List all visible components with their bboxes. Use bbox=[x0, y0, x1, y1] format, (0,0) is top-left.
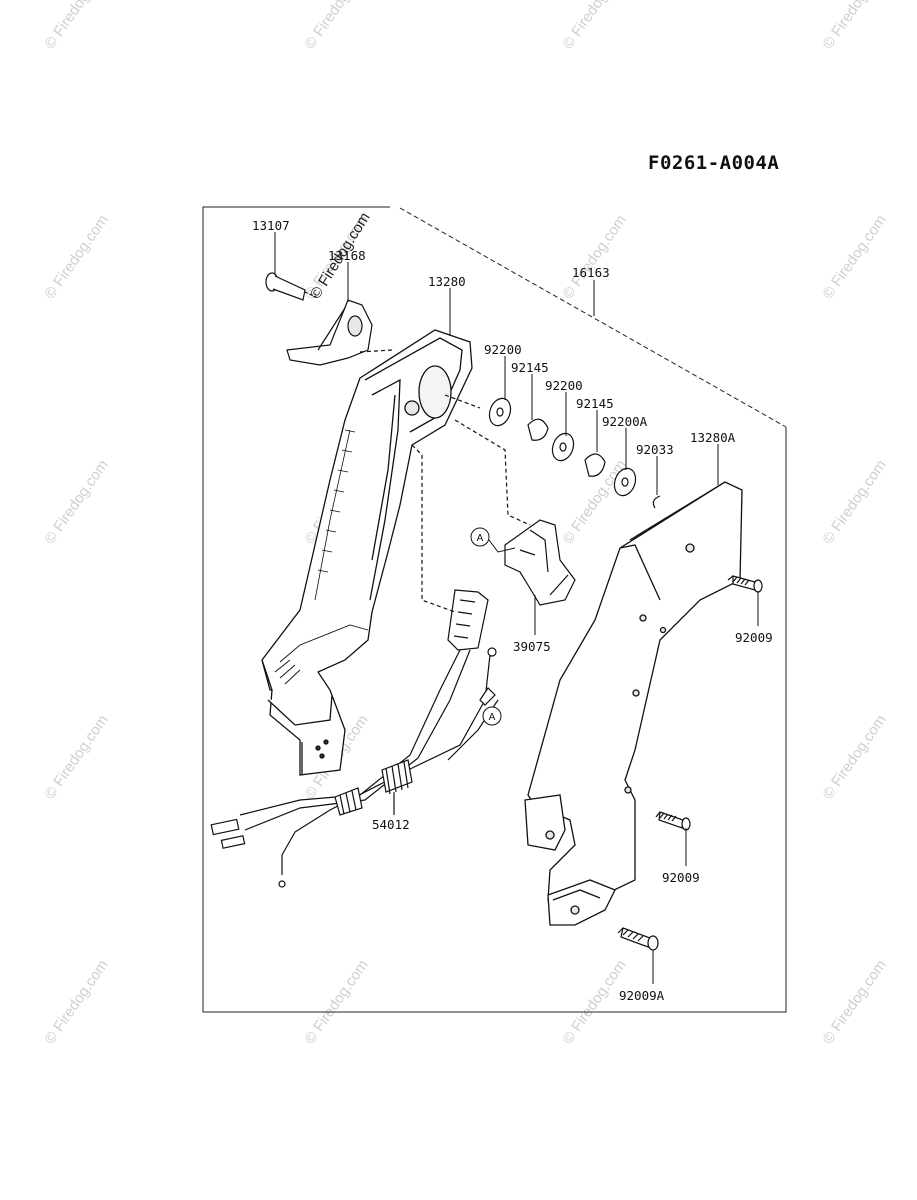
screws bbox=[617, 575, 763, 951]
part-label: 92200A bbox=[602, 414, 648, 429]
part-label: 13280 bbox=[428, 274, 466, 289]
diagram-code: F0261-A004A bbox=[648, 152, 780, 174]
watermark-text: © Firedog.com bbox=[41, 0, 111, 52]
watermark-text: © Firedog.com bbox=[819, 712, 889, 803]
callout-a-bottom bbox=[482, 706, 502, 726]
part-label: 13168 bbox=[328, 248, 366, 263]
part-label: 92033 bbox=[636, 442, 674, 457]
watermark-text: © Firedog.com bbox=[41, 957, 111, 1048]
part-label: 39075 bbox=[513, 639, 551, 654]
handle-half-right bbox=[524, 481, 743, 926]
part-label: 13107 bbox=[252, 218, 290, 233]
watermark-text: © Firedog.com bbox=[41, 712, 111, 803]
part-label: 92009A bbox=[619, 988, 665, 1003]
wire-harness bbox=[210, 444, 499, 888]
watermark-text: © Firedog.com bbox=[301, 957, 371, 1048]
part-label: 16163 bbox=[572, 265, 610, 280]
part-label: 13280A bbox=[690, 430, 736, 445]
leader-lines bbox=[274, 232, 759, 984]
watermark-layer: © Firedog.com © Firedog.com © Firedog.com ©… bbox=[41, 0, 889, 1047]
diagram-frame bbox=[202, 206, 787, 1013]
part-label: 92009 bbox=[735, 630, 773, 645]
part-label: 92145 bbox=[576, 396, 614, 411]
watermark-text: © Firedog.com bbox=[559, 212, 629, 303]
pin-13107 bbox=[265, 272, 319, 301]
watermark-text: © Firedog.com bbox=[819, 957, 889, 1048]
callout-markers: A A bbox=[470, 527, 516, 726]
washer-stack bbox=[444, 394, 661, 509]
watermark-text: © Firedog.com bbox=[819, 212, 889, 303]
part-label: 92200 bbox=[484, 342, 522, 357]
callout-a-bottom-label: A bbox=[489, 712, 496, 723]
part-label: 92200 bbox=[545, 378, 583, 393]
watermark-text: © Firedog.com bbox=[819, 457, 889, 548]
callout-a-top-label: A bbox=[477, 533, 484, 544]
watermark-text: © Firedog.com bbox=[41, 457, 111, 548]
watermark-text: © Firedog.com bbox=[301, 0, 371, 52]
callout-a-top bbox=[470, 527, 490, 547]
part-labels: 13107 13168 13280 16163 92200 92145 9220… bbox=[252, 218, 773, 1003]
trigger-switch bbox=[454, 419, 576, 606]
handle-half-left bbox=[261, 329, 473, 776]
part-label: 92145 bbox=[511, 360, 549, 375]
throttle-lever bbox=[286, 299, 393, 366]
part-label: 54012 bbox=[372, 817, 410, 832]
watermark-text: © Firedog.com bbox=[819, 0, 889, 52]
watermark-text: © Firedog.com bbox=[41, 212, 111, 303]
watermark-text: © Firedog.com bbox=[559, 0, 629, 52]
part-label: 92009 bbox=[662, 870, 700, 885]
